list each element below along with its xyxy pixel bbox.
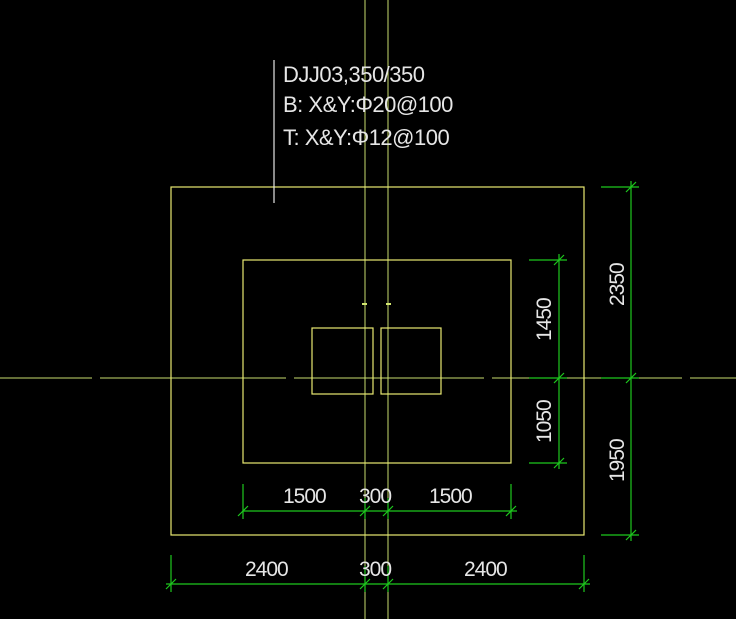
outer-dim-v-1-text: 2350 xyxy=(606,263,629,306)
outer-dim-h-2-text: 300 xyxy=(359,558,391,581)
bottom-rebar-text: B: X&Y:Φ20@100 xyxy=(283,92,453,117)
inner-step-outline xyxy=(242,259,512,464)
inner-dim-h-3-text: 1500 xyxy=(429,485,472,508)
inner-dim-h-2-text: 300 xyxy=(359,485,391,508)
outer-footing-outline xyxy=(170,186,585,536)
outer-vertical-dimension xyxy=(601,181,639,541)
inner-vertical-dimension xyxy=(529,254,567,469)
inner-dim-h-1-text: 1500 xyxy=(283,485,326,508)
inner-dim-v-2-text: 1050 xyxy=(533,400,556,443)
inner-horizontal-dimension xyxy=(237,484,517,519)
footing-name-text: DJJ03,350/350 xyxy=(283,62,425,87)
footing-label: DJJ03,350/350 B: X&Y:Φ20@100 T: X&Y:Φ12@… xyxy=(283,62,454,150)
outer-dim-h-1-text: 2400 xyxy=(245,558,288,581)
inner-dim-v-1-text: 1450 xyxy=(533,298,556,341)
column-right-outline xyxy=(380,327,442,395)
top-rebar-text: T: X&Y:Φ12@100 xyxy=(283,125,449,150)
column-left-outline xyxy=(311,327,374,395)
outer-dim-v-2-text: 1950 xyxy=(606,439,629,482)
outer-dim-h-3-text: 2400 xyxy=(464,558,507,581)
outer-horizontal-dimension xyxy=(165,555,590,592)
